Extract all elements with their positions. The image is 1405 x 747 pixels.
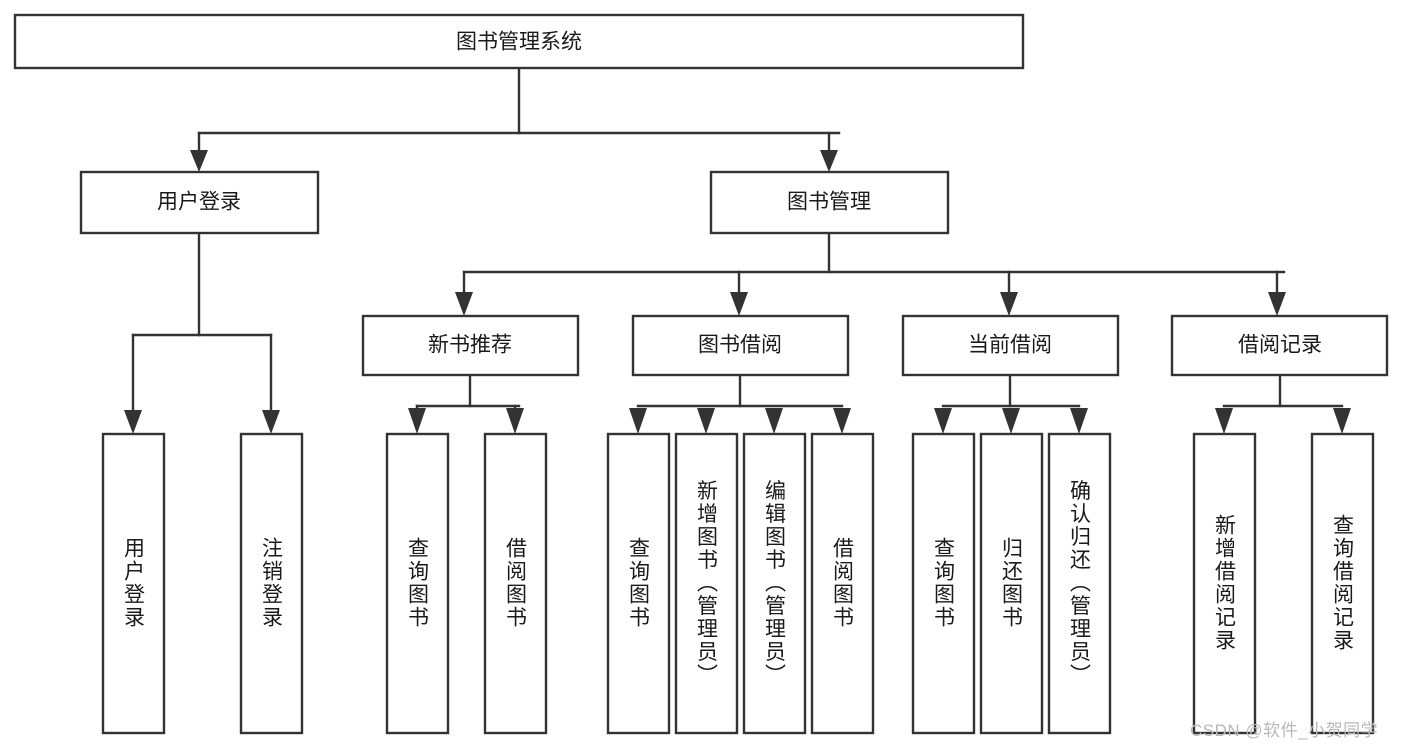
node-leaf-borrow-book-1-box[interactable]	[483, 432, 548, 735]
node-leaf-user-login[interactable]: 用户登录	[101, 432, 166, 735]
node-user-login-box[interactable]	[79, 170, 320, 235]
node-current-borrow-label: 当前借阅	[968, 334, 1052, 357]
arrow-leaf-query-book-1	[408, 408, 426, 434]
node-leaf-return-book[interactable]: 归还图书	[979, 432, 1044, 735]
node-book-borrow-label: 图书借阅	[698, 334, 782, 357]
node-leaf-query-book-2-box[interactable]	[606, 432, 671, 735]
node-leaf-add-record-box[interactable]	[1192, 432, 1257, 735]
node-leaf-query-record[interactable]: 查询借阅记录	[1310, 432, 1375, 735]
arrow-leaf-edit-book	[765, 408, 783, 434]
arrow-leaf-borrow-book-2	[833, 408, 851, 434]
arrow-to-new-book-recommend	[455, 292, 473, 316]
node-leaf-add-record[interactable]: 新增借阅记录	[1192, 432, 1257, 735]
node-book-management-box[interactable]	[709, 170, 950, 235]
node-leaf-query-record-box[interactable]	[1310, 432, 1375, 735]
node-leaf-query-book-2-label: 查询图书	[627, 537, 651, 629]
node-leaf-confirm-return-label: 确认归还（管理员）	[1068, 480, 1092, 687]
node-book-management-label: 图书管理	[787, 191, 871, 214]
node-leaf-query-record-label: 查询借阅记录	[1331, 514, 1355, 652]
arrow-leaf-add-book	[697, 408, 715, 434]
node-user-login-label: 用户登录	[157, 191, 241, 214]
node-leaf-add-record-label: 新增借阅记录	[1213, 514, 1237, 652]
node-borrow-record[interactable]: 借阅记录	[1170, 314, 1389, 377]
arrow-leaf-user-logout	[262, 410, 280, 434]
node-leaf-confirm-return-box[interactable]	[1047, 432, 1112, 735]
node-leaf-return-book-box[interactable]	[979, 432, 1044, 735]
node-leaf-borrow-book-2-label: 借阅图书	[831, 537, 855, 629]
arrow-leaf-confirm-return	[1070, 408, 1088, 434]
node-leaf-add-book-box[interactable]	[674, 432, 739, 735]
node-leaf-borrow-book-2[interactable]: 借阅图书	[810, 432, 875, 735]
node-leaf-query-book-3-label: 查询图书	[932, 537, 956, 629]
arrow-to-current-borrow	[1000, 292, 1018, 316]
node-leaf-user-logout[interactable]: 注销登录	[239, 432, 304, 735]
node-leaf-user-logout-label: 注销登录	[260, 537, 284, 629]
arrow-to-book-management	[820, 150, 838, 172]
node-leaf-edit-book-label: 编辑图书（管理员）	[763, 480, 787, 687]
node-new-book-recommend[interactable]: 新书推荐	[361, 314, 580, 377]
node-leaf-query-book-3-box[interactable]	[911, 432, 976, 735]
node-new-book-recommend-box[interactable]	[361, 314, 580, 377]
node-borrow-record-box[interactable]	[1170, 314, 1389, 377]
node-leaf-query-book-2[interactable]: 查询图书	[606, 432, 671, 735]
node-book-borrow-box[interactable]	[631, 314, 850, 377]
node-root-box[interactable]	[13, 13, 1025, 70]
node-leaf-edit-book-box[interactable]	[742, 432, 807, 735]
arrow-leaf-return-book	[1002, 408, 1020, 434]
node-current-borrow-box[interactable]	[901, 314, 1120, 377]
node-leaf-borrow-book-1-label: 借阅图书	[504, 537, 528, 629]
node-leaf-user-logout-box[interactable]	[239, 432, 304, 735]
node-leaf-edit-book[interactable]: 编辑图书（管理员）	[742, 432, 807, 735]
node-current-borrow[interactable]: 当前借阅	[901, 314, 1120, 377]
node-book-borrow[interactable]: 图书借阅	[631, 314, 850, 377]
node-borrow-record-label: 借阅记录	[1238, 334, 1322, 357]
node-leaf-query-book-1[interactable]: 查询图书	[385, 432, 450, 735]
arrow-leaf-query-book-3	[934, 408, 952, 434]
node-root-label: 图书管理系统	[456, 31, 582, 54]
csdn-watermark: CSDN @软件_小贺同学	[1190, 721, 1379, 740]
arrow-leaf-user-login	[124, 410, 142, 434]
node-leaf-add-book-label: 新增图书（管理员）	[695, 480, 719, 687]
node-leaf-user-login-box[interactable]	[101, 432, 166, 735]
node-leaf-confirm-return[interactable]: 确认归还（管理员）	[1047, 432, 1112, 735]
node-leaf-query-book-3[interactable]: 查询图书	[911, 432, 976, 735]
arrow-to-book-borrow	[730, 292, 748, 316]
arrow-to-user-login	[190, 150, 208, 172]
arrow-to-borrow-record	[1268, 292, 1286, 316]
node-new-book-recommend-label: 新书推荐	[428, 334, 512, 357]
node-leaf-borrow-book-1[interactable]: 借阅图书	[483, 432, 548, 735]
node-root[interactable]: 图书管理系统	[13, 13, 1025, 70]
arrow-leaf-add-record	[1215, 408, 1233, 434]
arrow-leaf-query-record	[1333, 408, 1351, 434]
node-leaf-query-book-1-label: 查询图书	[406, 537, 430, 629]
node-leaf-user-login-label: 用户登录	[122, 537, 146, 629]
node-leaf-return-book-label: 归还图书	[1000, 537, 1024, 629]
node-book-management[interactable]: 图书管理	[709, 170, 950, 235]
arrow-leaf-query-book-2	[629, 408, 647, 434]
connector-layer	[124, 66, 1351, 434]
node-user-login[interactable]: 用户登录	[79, 170, 320, 235]
node-leaf-add-book[interactable]: 新增图书（管理员）	[674, 432, 739, 735]
node-leaf-borrow-book-2-box[interactable]	[810, 432, 875, 735]
node-leaf-query-book-1-box[interactable]	[385, 432, 450, 735]
arrow-leaf-borrow-book-1	[506, 408, 524, 434]
